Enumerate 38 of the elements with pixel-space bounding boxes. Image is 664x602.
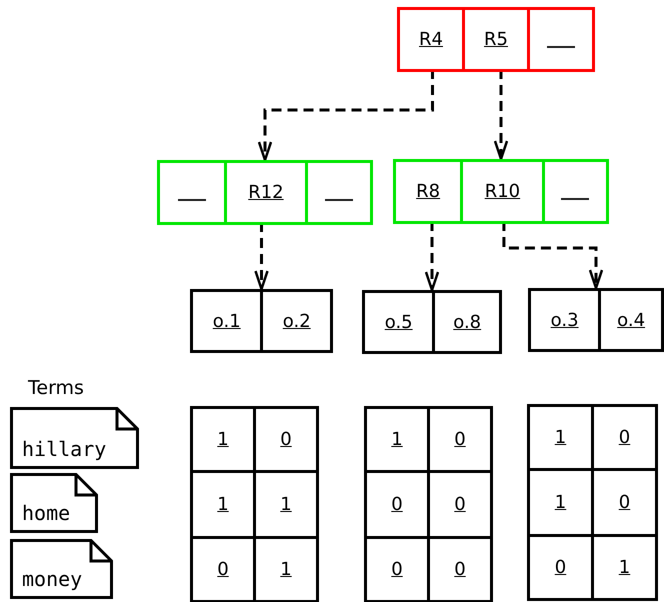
entry-cell: R12 <box>227 163 308 222</box>
term-document: home <box>10 473 98 533</box>
entry-cell: o.3 <box>531 291 602 349</box>
entry-cell: o.5 <box>365 293 436 351</box>
matrix-cell: 1 <box>253 536 319 602</box>
matrix-cell: 0 <box>591 404 658 471</box>
tree-node-box <box>528 288 664 352</box>
entry-cell: o.8 <box>435 293 499 351</box>
entry-cell: o.1 <box>193 292 264 350</box>
pointer-arrow <box>258 69 434 162</box>
pointer-arrow <box>502 221 604 290</box>
tree-node-box <box>362 290 502 354</box>
tree-node-box <box>157 160 373 225</box>
entry-cell: o.2 <box>263 292 330 350</box>
matrix-cell: 0 <box>253 406 319 473</box>
entry-cell: R10 <box>463 162 545 221</box>
matrix-cell: 1 <box>364 406 430 473</box>
pointer-arrow <box>494 69 508 160</box>
entry-cell: o.4 <box>601 291 661 349</box>
tree-node-box <box>397 7 595 72</box>
matrix-cell: 0 <box>427 536 493 602</box>
section-heading: Terms <box>28 377 84 399</box>
pointer-arrow <box>424 221 440 292</box>
matrix-cell: 1 <box>190 406 256 473</box>
matrix-cell: 0 <box>364 536 430 602</box>
term-document: money <box>10 539 113 599</box>
term-document: hillary <box>10 407 139 469</box>
entry-cell: R4 <box>400 10 465 69</box>
matrix-cell: 1 <box>527 404 594 471</box>
entry-cell: R5 <box>465 10 530 69</box>
matrix-cell: 1 <box>591 534 658 601</box>
matrix-cell: 0 <box>527 534 594 601</box>
tree-node-box <box>393 159 609 224</box>
tree-node-box <box>190 289 333 353</box>
entry-cell: R8 <box>396 162 464 221</box>
matrix-cell: 0 <box>427 406 493 473</box>
pointer-arrow <box>254 222 269 290</box>
matrix-cell: 0 <box>190 536 256 602</box>
